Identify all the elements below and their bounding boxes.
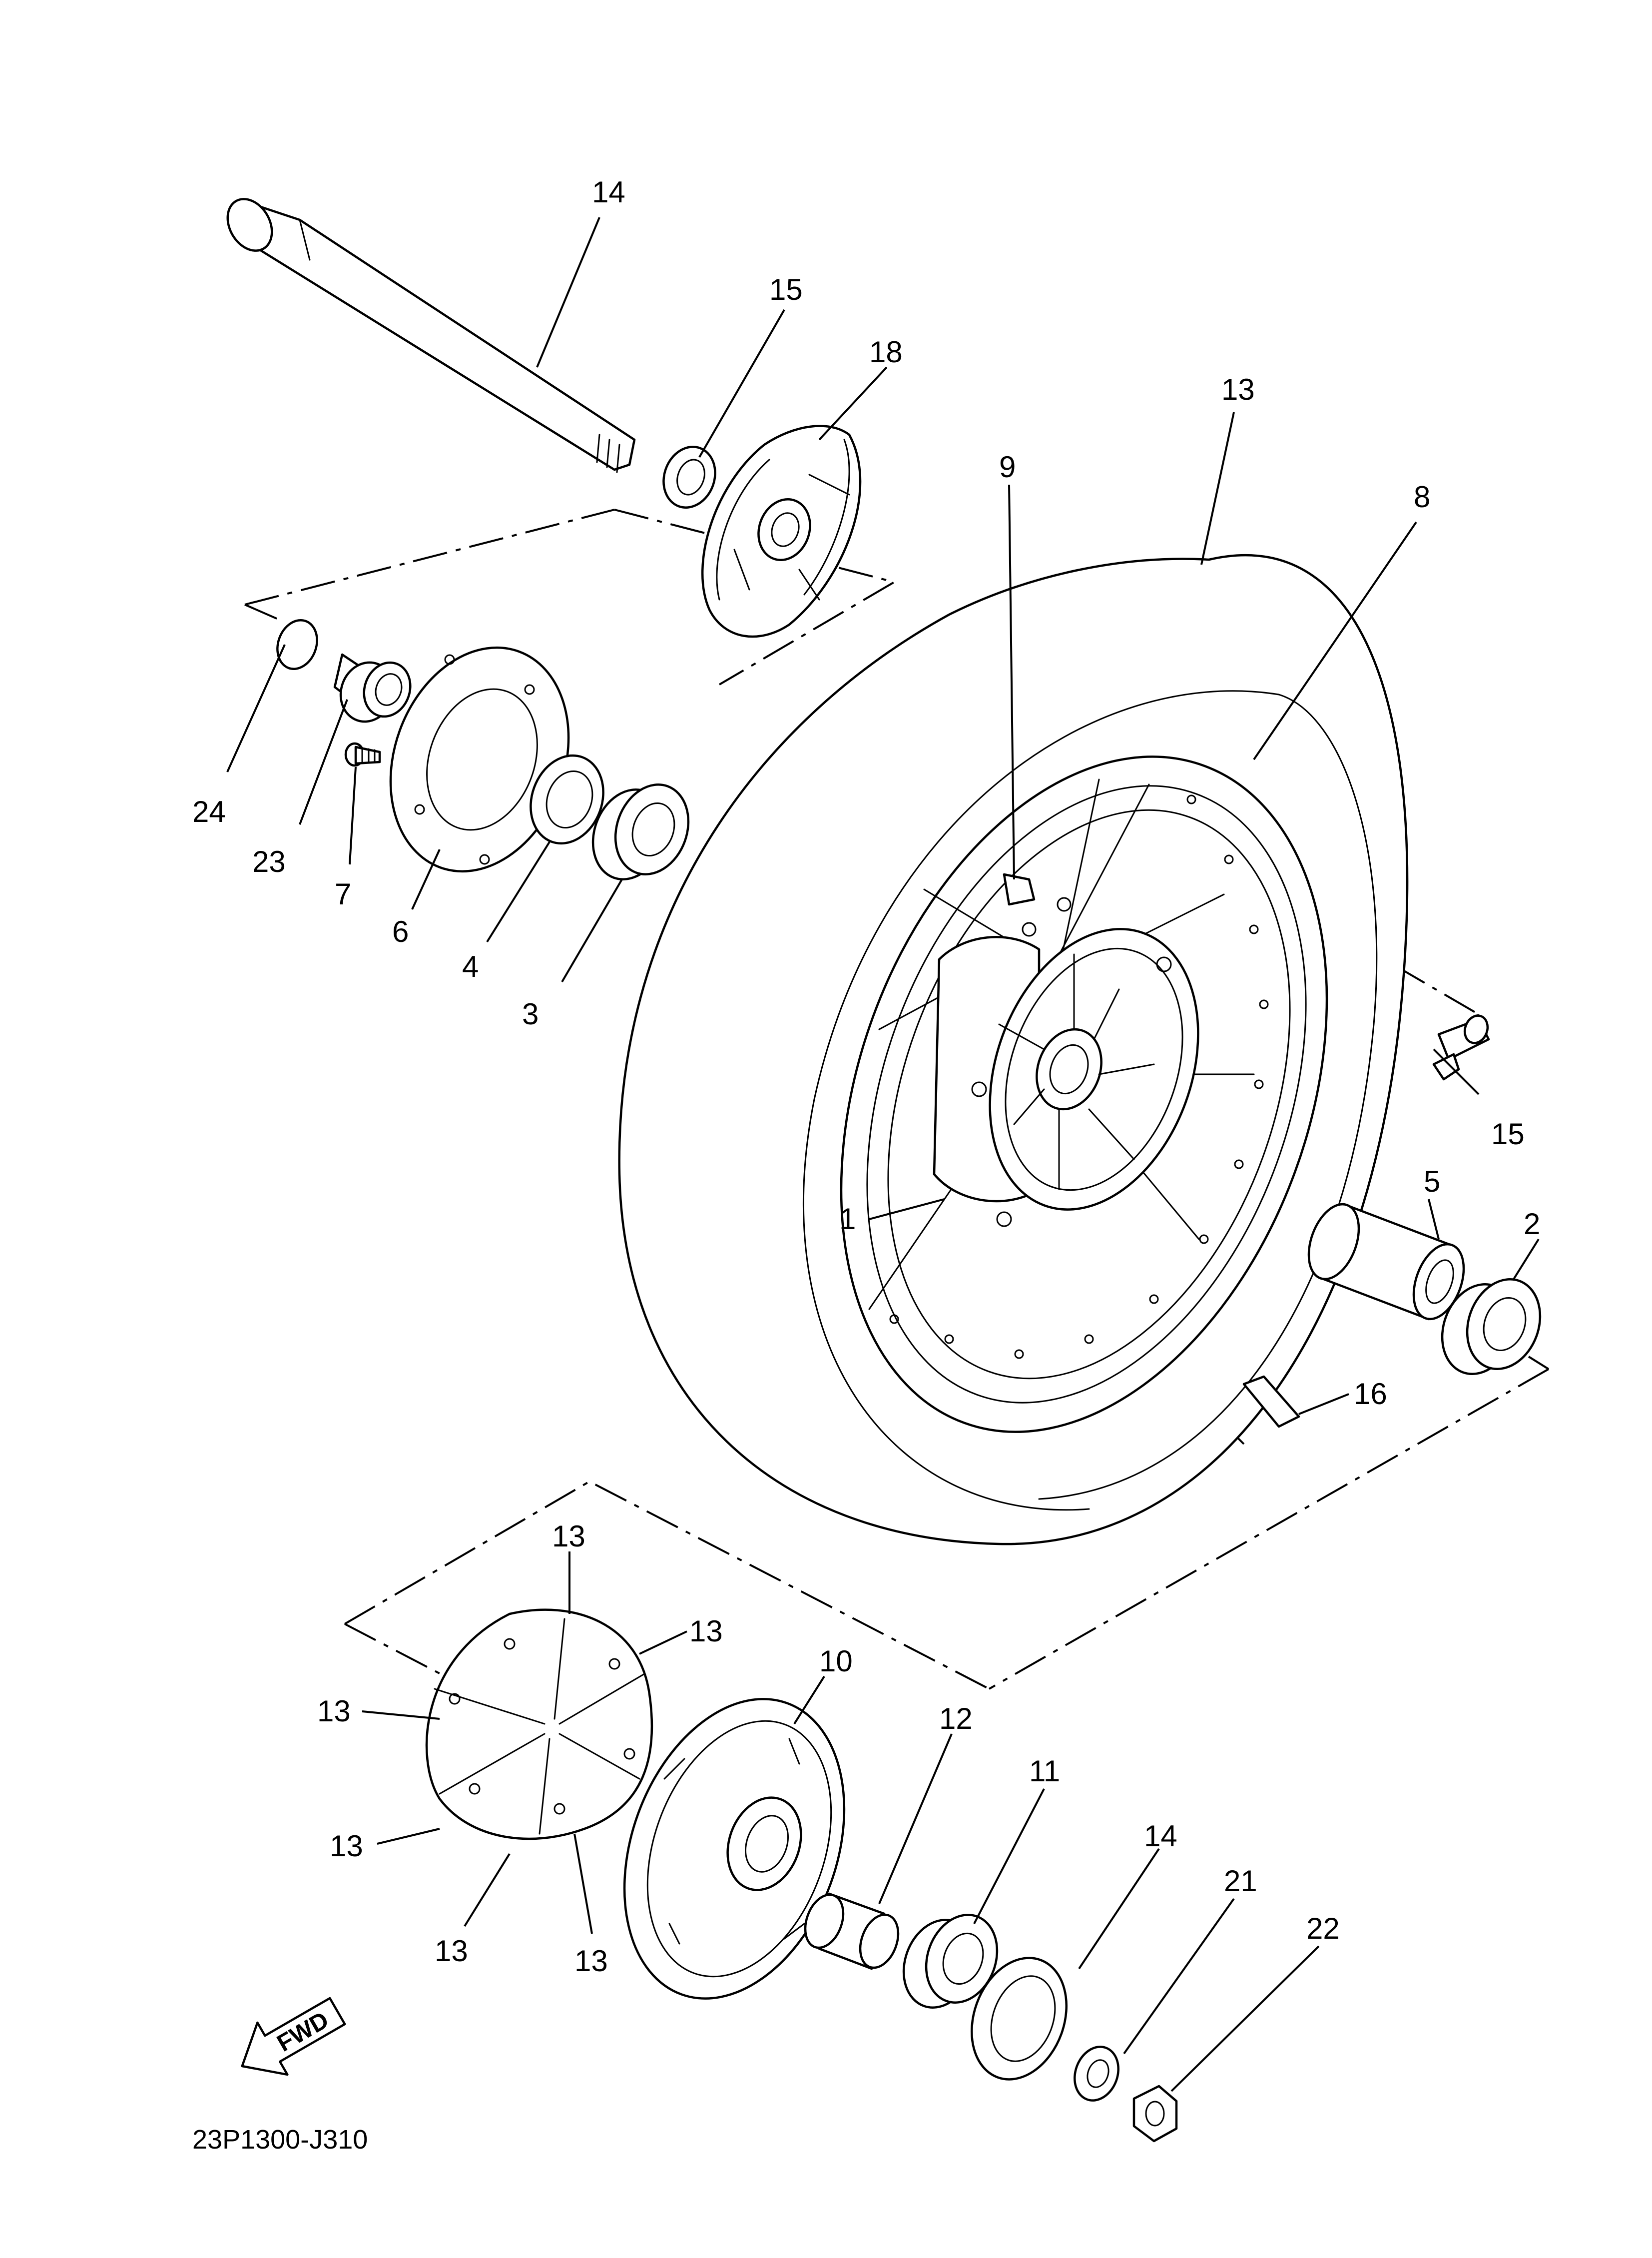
callout-19: 15: [769, 273, 803, 306]
axle-shaft: [226, 198, 636, 473]
callout-13-e: 13: [435, 1934, 468, 1968]
callout-17: 16: [1354, 1377, 1387, 1411]
spoke-nipples: [889, 794, 1269, 1359]
spacer: [1307, 1203, 1465, 1321]
hub-oil-seal: [970, 1957, 1068, 2081]
callout-21: 22: [1306, 1912, 1340, 1945]
washer: [1074, 2046, 1119, 2102]
o-ring: [276, 619, 318, 670]
callout-13-b: 13: [689, 1614, 723, 1648]
balance-weight: [1242, 1375, 1300, 1428]
bearing-right: [1441, 1278, 1542, 1375]
diagram-code: 23P1300-J310: [192, 2125, 368, 2155]
callout-18: 14: [592, 175, 625, 209]
bearing-hub: [902, 1914, 999, 2009]
callout-7: 7: [335, 877, 351, 911]
callout-24: 24: [192, 795, 226, 828]
damper-assembly: [425, 1608, 653, 1840]
leader-lines: [226, 217, 1540, 2092]
collar-hub: [804, 1892, 900, 1970]
wheel-hub: [933, 928, 1199, 1227]
callout-labels: 14 15 18 13 9 8 24 23 7 6 4 3 1 15 5 2 1…: [192, 175, 1540, 1978]
callout-13-a: 13: [552, 1519, 585, 1553]
callout-13-d: 13: [330, 1829, 363, 1863]
clutch-hub: [623, 1698, 846, 2000]
callout-13-f: 13: [574, 1944, 608, 1978]
callout-15: 13: [1221, 373, 1255, 406]
callout-10: 10: [819, 1644, 853, 1678]
callout-12: 12: [939, 1702, 973, 1735]
callout-23: 23: [252, 845, 286, 878]
callout-13-c: 13: [317, 1694, 351, 1728]
callout-6: 6: [392, 915, 409, 948]
callout-11: 11: [1029, 1754, 1060, 1788]
callout-22: 18: [869, 335, 903, 369]
caliper-bracket: [701, 425, 862, 638]
callout-8: 8: [1414, 480, 1430, 514]
air-valve: [1432, 1014, 1490, 1081]
callout-16: 15: [1491, 1117, 1525, 1151]
fwd-arrow: FWD: [241, 1997, 346, 2076]
callout-5: 5: [1424, 1165, 1440, 1198]
axle-nut: [1132, 2085, 1178, 2143]
callout-20: 21: [1224, 1864, 1257, 1898]
spoke-set: [1003, 873, 1072, 937]
bearing-left: [591, 783, 690, 880]
callout-4: 4: [462, 950, 479, 983]
callout-2: 2: [1524, 1207, 1540, 1241]
collar-washer: [662, 446, 716, 509]
collar: [333, 653, 412, 723]
callout-14: 14: [1144, 1819, 1177, 1853]
callout-3: 3: [522, 997, 539, 1031]
callout-1: 1: [839, 1202, 856, 1236]
callout-9: 9: [999, 450, 1016, 484]
bolt: [344, 742, 381, 767]
oil-seal: [530, 754, 604, 845]
